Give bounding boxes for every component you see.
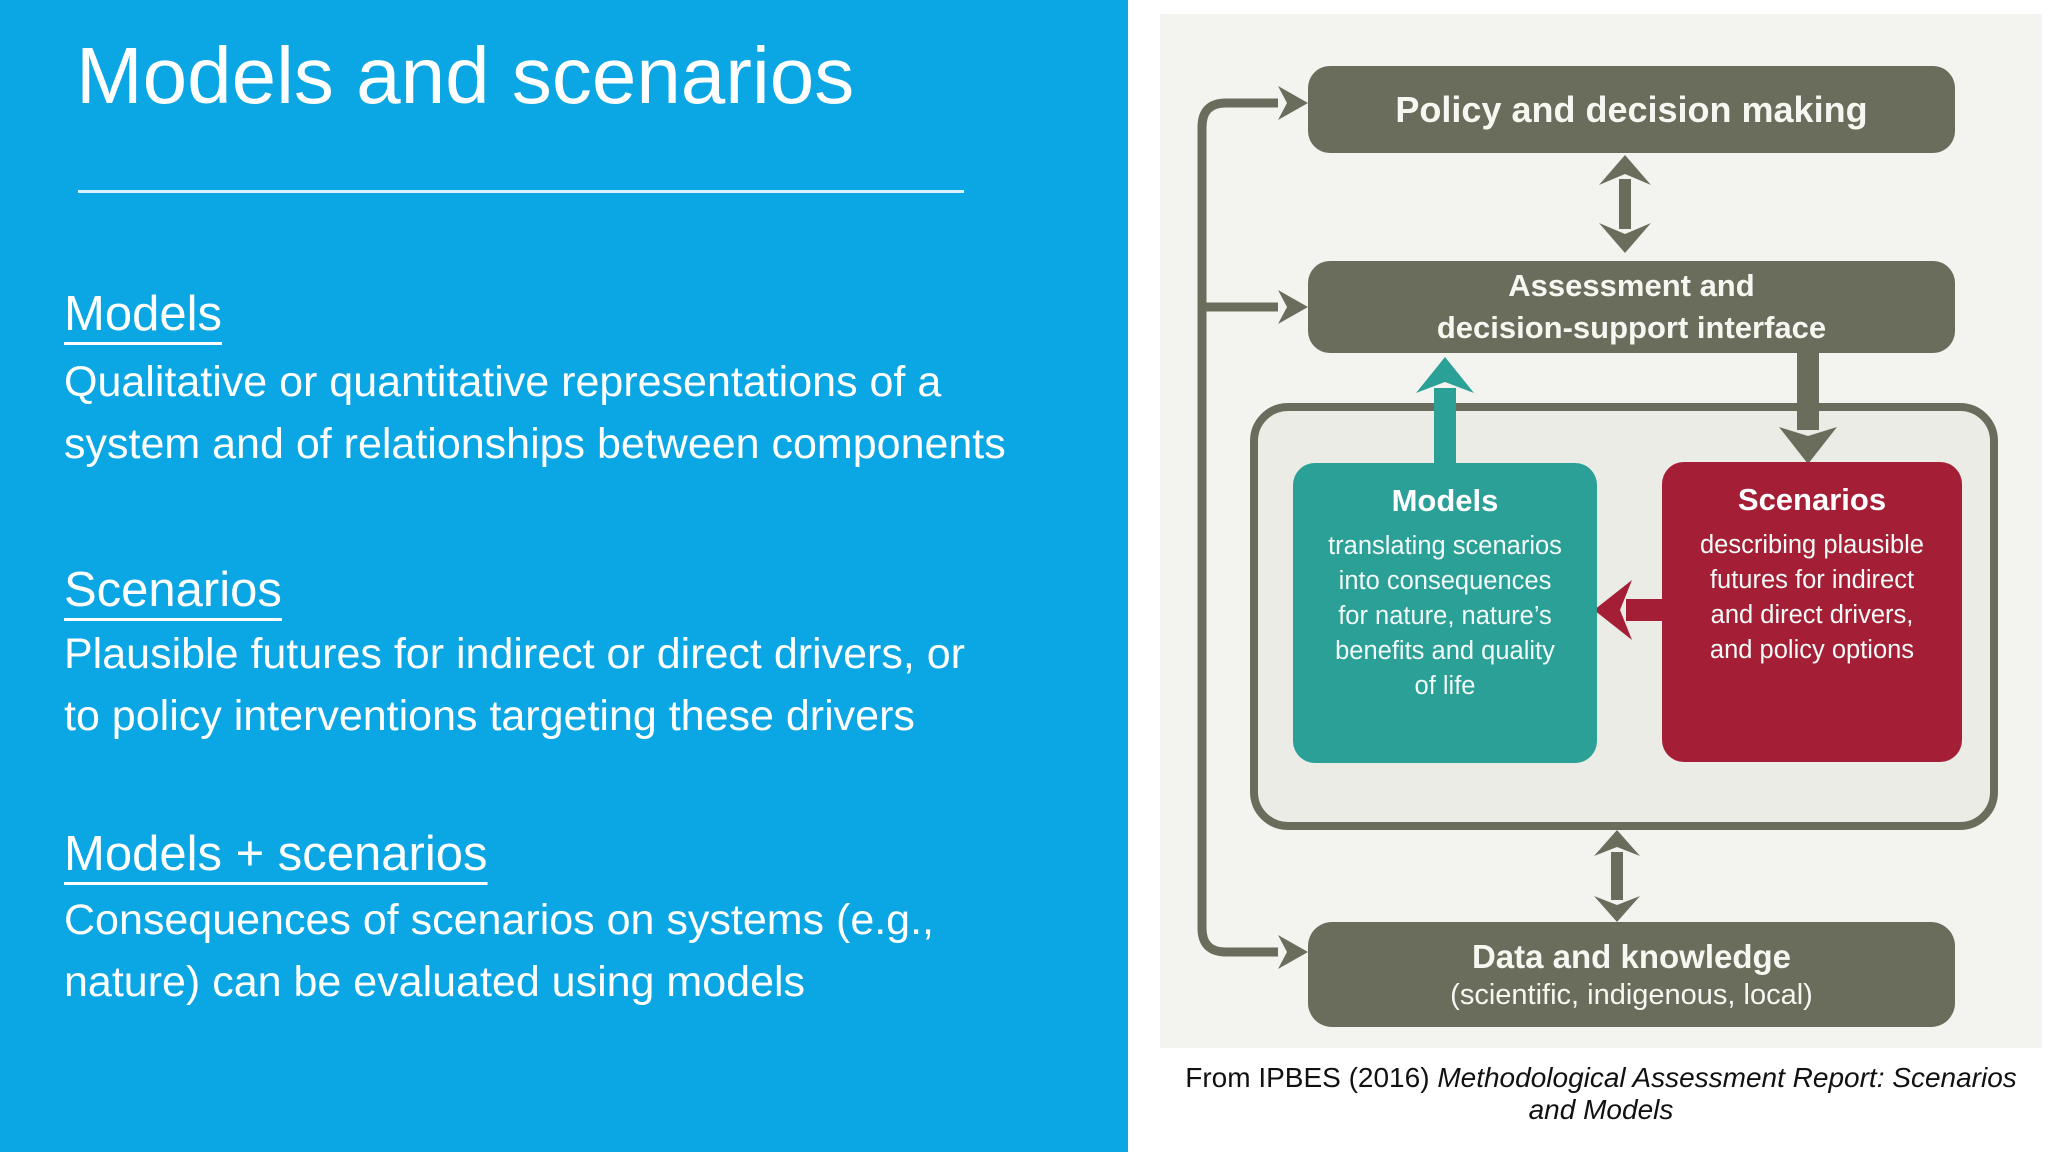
data-box-line2: (scientific, indigenous, local) [1450, 978, 1813, 1011]
feedback-spine-line [1197, 98, 1278, 957]
models-box-text-line: into consequences [1338, 567, 1552, 595]
section-models-line2: system and of relationships between comp… [64, 420, 1006, 468]
models-to-assessment-arrow-icon [1416, 357, 1474, 469]
page-title: Models and scenarios [76, 31, 855, 120]
double-arrow-policy-assessment-icon [1599, 155, 1651, 253]
section-heading-models-scenarios: Models + scenarios [64, 827, 488, 881]
models-box-text-line: for nature, nature’s [1338, 602, 1552, 630]
source-caption: From IPBES (2016) Methodological Assessm… [1160, 1062, 2042, 1126]
diagram-area: Policy and decision making Assessment an… [1128, 0, 2048, 1152]
assessment-to-scenarios-arrow-icon [1779, 353, 1837, 464]
section-scenarios-line1: Plausible futures for indirect or direct… [64, 630, 965, 678]
scenarios-box-text-line: describing plausible [1700, 531, 1924, 559]
policy-box: Policy and decision making [1308, 66, 1955, 153]
policy-box-label: Policy and decision making [1395, 88, 1868, 130]
scenarios-box-title: Scenarios [1737, 482, 1887, 517]
assessment-box-line2: decision-support interface [1436, 310, 1827, 345]
section-models-scenarios-line1: Consequences of scenarios on systems (e.… [64, 896, 934, 944]
title-divider [78, 190, 964, 193]
caption-report-title: Methodological Assessment Report: Scenar… [1437, 1062, 2017, 1125]
models-box-title: Models [1391, 483, 1499, 518]
data-knowledge-box: Data and knowledge (scientific, indigeno… [1308, 922, 1955, 1027]
section-models-line1: Qualitative or quantitative representati… [64, 358, 942, 406]
models-box-text-line: translating scenarios [1328, 532, 1562, 560]
models-box: Models translating scenarios into conseq… [1293, 463, 1597, 763]
scenarios-box-text-line: and policy options [1709, 636, 1915, 664]
double-arrow-container-data-icon [1594, 830, 1640, 922]
text-panel: Models and scenarios Models Qualitative … [0, 0, 1128, 1152]
caption-prefix: From IPBES (2016) [1185, 1062, 1438, 1093]
scenarios-box-text-line: futures for indirect [1709, 566, 1915, 594]
section-models-scenarios-line2: nature) can be evaluated using models [64, 958, 806, 1006]
arrowhead-to-data-icon [1278, 935, 1308, 969]
section-scenarios-line2: to policy interventions targeting these … [64, 692, 915, 740]
section-heading-scenarios: Scenarios [64, 563, 282, 617]
section-heading-models: Models [64, 287, 222, 341]
arrowhead-to-policy-icon [1278, 86, 1308, 120]
scenarios-to-models-arrow-icon [1594, 580, 1662, 640]
models-box-text-line: benefits and quality [1335, 637, 1555, 665]
models-box-text-line: of life [1414, 672, 1476, 700]
diagram-arrows [1197, 86, 1837, 969]
data-box-line1: Data and knowledge [1471, 937, 1792, 975]
ipbes-diagram: Policy and decision making Assessment an… [1160, 14, 2042, 1048]
assessment-box: Assessment and decision-support interfac… [1308, 261, 1955, 353]
arrowhead-to-assessment-icon [1278, 290, 1308, 324]
scenarios-box-text-line: and direct drivers, [1710, 601, 1914, 629]
assessment-box-line1: Assessment and [1508, 268, 1755, 303]
scenarios-box: Scenarios describing plausible futures f… [1662, 462, 1962, 762]
